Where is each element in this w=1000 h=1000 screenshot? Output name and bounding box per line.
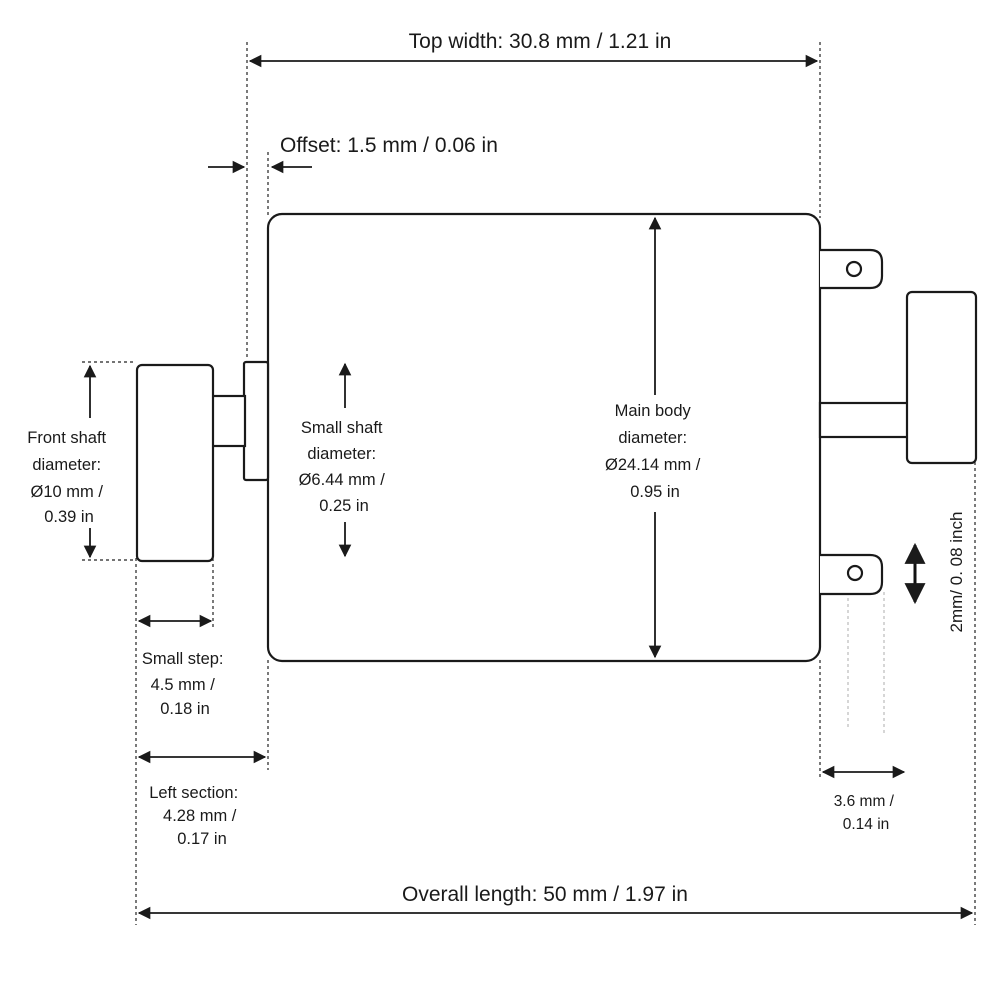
front-shaft-label: Front shaft diameter: Ø10 mm / 0.39 in: [27, 429, 110, 526]
shaft-collar: [242, 360, 270, 482]
main-body: [266, 212, 822, 663]
rear-shaft: [818, 401, 910, 439]
terminal-gap-label: 2mm/ 0. 08 inch: [947, 512, 966, 633]
small-shaft-label: Small shaft diameter: Ø6.44 mm / 0.25 in: [299, 419, 390, 515]
rear-cap: [905, 290, 978, 465]
front-shaft-head: [135, 363, 215, 563]
terminal-width-label: 3.6 mm / 0.14 in: [834, 793, 899, 833]
upper-terminal-hole: [845, 260, 863, 278]
small-step-label: Small step: 4.5 mm / 0.18 in: [142, 650, 228, 718]
offset-label: Offset: 1.5 mm / 0.06 in: [280, 134, 498, 157]
extension-lines: [82, 42, 976, 925]
left-section-label: Left section: 4.28 mm / 0.17 in: [149, 784, 243, 848]
dimension-lines: [83, 54, 974, 920]
front-shaft-stem: [210, 394, 247, 448]
motor-outline: [135, 212, 978, 663]
top-width-label: Top width: 30.8 mm / 1.21 in: [409, 30, 672, 53]
main-body-label: Main body diameter: Ø24.14 mm / 0.95 in: [605, 402, 705, 501]
lower-terminal-hole: [846, 564, 864, 582]
overall-length-label: Overall length: 50 mm / 1.97 in: [402, 883, 688, 906]
